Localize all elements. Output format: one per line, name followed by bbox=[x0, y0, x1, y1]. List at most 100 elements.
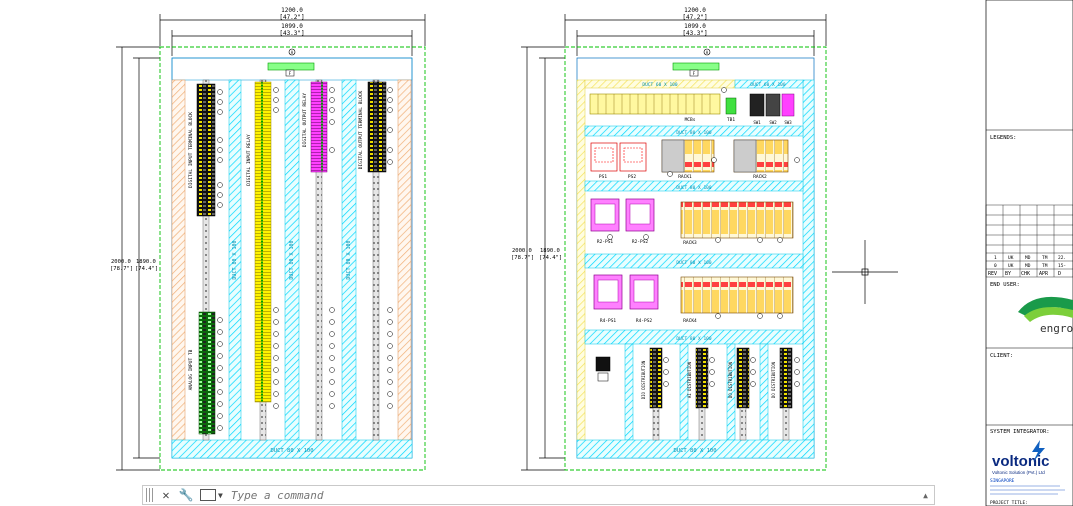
left-label-do-relay: DIGITAL OUTPUT RELAY bbox=[302, 93, 308, 147]
right-sw2[interactable] bbox=[765, 93, 781, 117]
right-callouts bbox=[607, 87, 800, 387]
right-dio-distribution[interactable] bbox=[649, 347, 663, 409]
right-panel[interactable]: 1200.0 [47.2"] 1099.0 [43.3"] 2000.0 [78… bbox=[511, 7, 827, 471]
right-dim-height-in: [78.7"] bbox=[511, 255, 534, 261]
rev-row0-rev: 0 bbox=[994, 263, 997, 269]
left-dim-inner: 1099.0 bbox=[281, 23, 303, 30]
left-marker-a-label: A bbox=[291, 50, 294, 55]
right-dim-inner: 1099.0 bbox=[684, 23, 706, 30]
right-dim-height2: 1890.0 bbox=[540, 248, 560, 254]
left-duct-label-2: DUCT 80 X 100 bbox=[289, 240, 295, 279]
voltonic-bolt-icon bbox=[1032, 440, 1045, 462]
right-do-distribution-2[interactable] bbox=[779, 347, 793, 409]
right-sw3[interactable] bbox=[781, 93, 795, 117]
chevron-down-icon[interactable]: ▼ bbox=[218, 490, 223, 500]
left-dim-height2-in: [74.4"] bbox=[135, 266, 158, 272]
project-title-label: PROJECT TITLE: bbox=[990, 500, 1028, 506]
left-marker-f-label: F bbox=[289, 71, 292, 76]
right-rail-3 bbox=[739, 407, 747, 441]
left-marker-a bbox=[288, 48, 296, 56]
left-analog-input-tb[interactable] bbox=[198, 311, 216, 435]
command-line[interactable]: ✕ 🔧 ▼ ▲ bbox=[142, 485, 935, 505]
left-marker-f bbox=[285, 69, 295, 77]
right-label-r4-ps2: R4-PS2 bbox=[636, 318, 653, 324]
system-integrator-label: SYSTEM INTEGRATOR: bbox=[990, 429, 1050, 435]
right-small-device[interactable] bbox=[595, 356, 611, 372]
right-rack3[interactable] bbox=[680, 201, 794, 239]
right-rack4[interactable] bbox=[680, 276, 794, 314]
integrator-address-lines bbox=[990, 485, 1065, 495]
rev-row1-chk: MD bbox=[1025, 255, 1031, 261]
integrator-city: SINGAPORE bbox=[990, 478, 1015, 484]
right-dim-total-in: [47.2"] bbox=[682, 14, 707, 21]
right-v-duct-1 bbox=[624, 343, 634, 441]
right-label-rack1: RACK1 bbox=[678, 174, 692, 180]
right-label-ps2: PS2 bbox=[628, 174, 636, 180]
left-digital-output-relay[interactable] bbox=[310, 81, 328, 173]
wrench-icon[interactable]: 🔧 bbox=[178, 488, 194, 502]
left-enclosure-outline bbox=[159, 46, 426, 471]
right-ai-distribution[interactable] bbox=[695, 347, 709, 409]
engro-logo-text: engro bbox=[1040, 322, 1073, 335]
right-label-sw2: SW2 bbox=[769, 120, 777, 125]
right-tb1[interactable] bbox=[725, 97, 737, 115]
integrator-name: Voltonic Solution (Pvt.) Ltd bbox=[992, 470, 1045, 475]
left-label-di-tb: DIGITAL INPUT TERMINAL BLOCK bbox=[188, 112, 194, 188]
right-side-duct-right bbox=[802, 79, 815, 441]
right-ps2[interactable] bbox=[619, 142, 647, 172]
right-label-mcbs: MCBs bbox=[685, 117, 696, 123]
left-dim-inner-in: [43.3"] bbox=[279, 30, 304, 37]
left-bottom-duct bbox=[171, 439, 413, 459]
rev-header-by: BY bbox=[1005, 271, 1011, 277]
right-label-rack3: RACK3 bbox=[683, 240, 697, 246]
right-label-ps1: PS1 bbox=[599, 174, 607, 180]
right-bottom-duct-label: DUCT 80 X 100 bbox=[673, 448, 716, 454]
chevron-up-icon[interactable]: ▲ bbox=[923, 490, 928, 500]
left-dim-total: 1200.0 bbox=[281, 7, 303, 14]
right-dim-height: 2000.0 bbox=[512, 248, 532, 254]
left-duct-label-3: DUCT 80 X 100 bbox=[346, 240, 352, 279]
right-ps1[interactable] bbox=[590, 142, 618, 172]
left-din-rail-3 bbox=[315, 79, 323, 441]
close-icon[interactable]: ✕ bbox=[162, 488, 170, 502]
right-dim-height2-in: [74.4"] bbox=[539, 255, 562, 261]
right-v-duct-4 bbox=[759, 343, 769, 441]
engro-logo-swoosh bbox=[1024, 307, 1073, 322]
right-h-duct-3 bbox=[584, 180, 804, 192]
rev-row1-apr: TM bbox=[1042, 255, 1048, 261]
right-label-rack4: RACK4 bbox=[683, 318, 697, 324]
rev-row0-chk: MD bbox=[1025, 263, 1031, 269]
left-digital-input-tb[interactable] bbox=[196, 83, 216, 217]
left-digital-output-tb[interactable] bbox=[367, 81, 387, 173]
command-input[interactable] bbox=[228, 487, 924, 503]
right-mcbs[interactable] bbox=[589, 93, 721, 115]
right-label-tb1: TB1 bbox=[727, 117, 735, 123]
left-dim-total-in: [47.2"] bbox=[279, 14, 304, 21]
right-marker-f bbox=[689, 69, 699, 77]
right-label-sw3: SW3 bbox=[784, 120, 792, 125]
right-label-sw1: SW1 bbox=[753, 120, 761, 125]
left-dim-height: 2000.0 bbox=[111, 259, 131, 265]
right-dim-total: 1200.0 bbox=[684, 7, 706, 14]
right-do-distribution-1[interactable] bbox=[736, 347, 750, 409]
left-label-do-tb: DIGITAL OUTPUT TERMINAL BLOCK bbox=[358, 90, 364, 169]
right-bottom-duct bbox=[576, 439, 815, 459]
left-top-fan bbox=[267, 62, 315, 71]
command-prompt-icon[interactable] bbox=[200, 489, 216, 501]
right-marker-a-label: A bbox=[706, 50, 709, 55]
left-panel[interactable]: 1200.0 [47.2"] 1099.0 [43.3"] 2000.0 [78… bbox=[110, 7, 426, 471]
right-rail-2 bbox=[698, 407, 706, 441]
left-digital-input-relay[interactable] bbox=[254, 81, 272, 403]
right-sw1[interactable] bbox=[749, 93, 765, 117]
left-label-ai-tb: ANALOG INPUT TB bbox=[188, 349, 194, 390]
crosshair-cursor-icon bbox=[832, 240, 898, 304]
right-top-fan bbox=[672, 62, 720, 71]
command-line-grip[interactable] bbox=[146, 488, 154, 502]
left-din-rail-1 bbox=[202, 79, 210, 441]
right-label-r2-ps1: R2-PS1 bbox=[597, 239, 614, 245]
right-dim-inner-in: [43.3"] bbox=[682, 30, 707, 37]
left-dimensions bbox=[116, 14, 426, 471]
right-duct-label-4: DUCT 80 X 100 bbox=[676, 185, 712, 191]
right-small-device-tag bbox=[597, 372, 609, 382]
